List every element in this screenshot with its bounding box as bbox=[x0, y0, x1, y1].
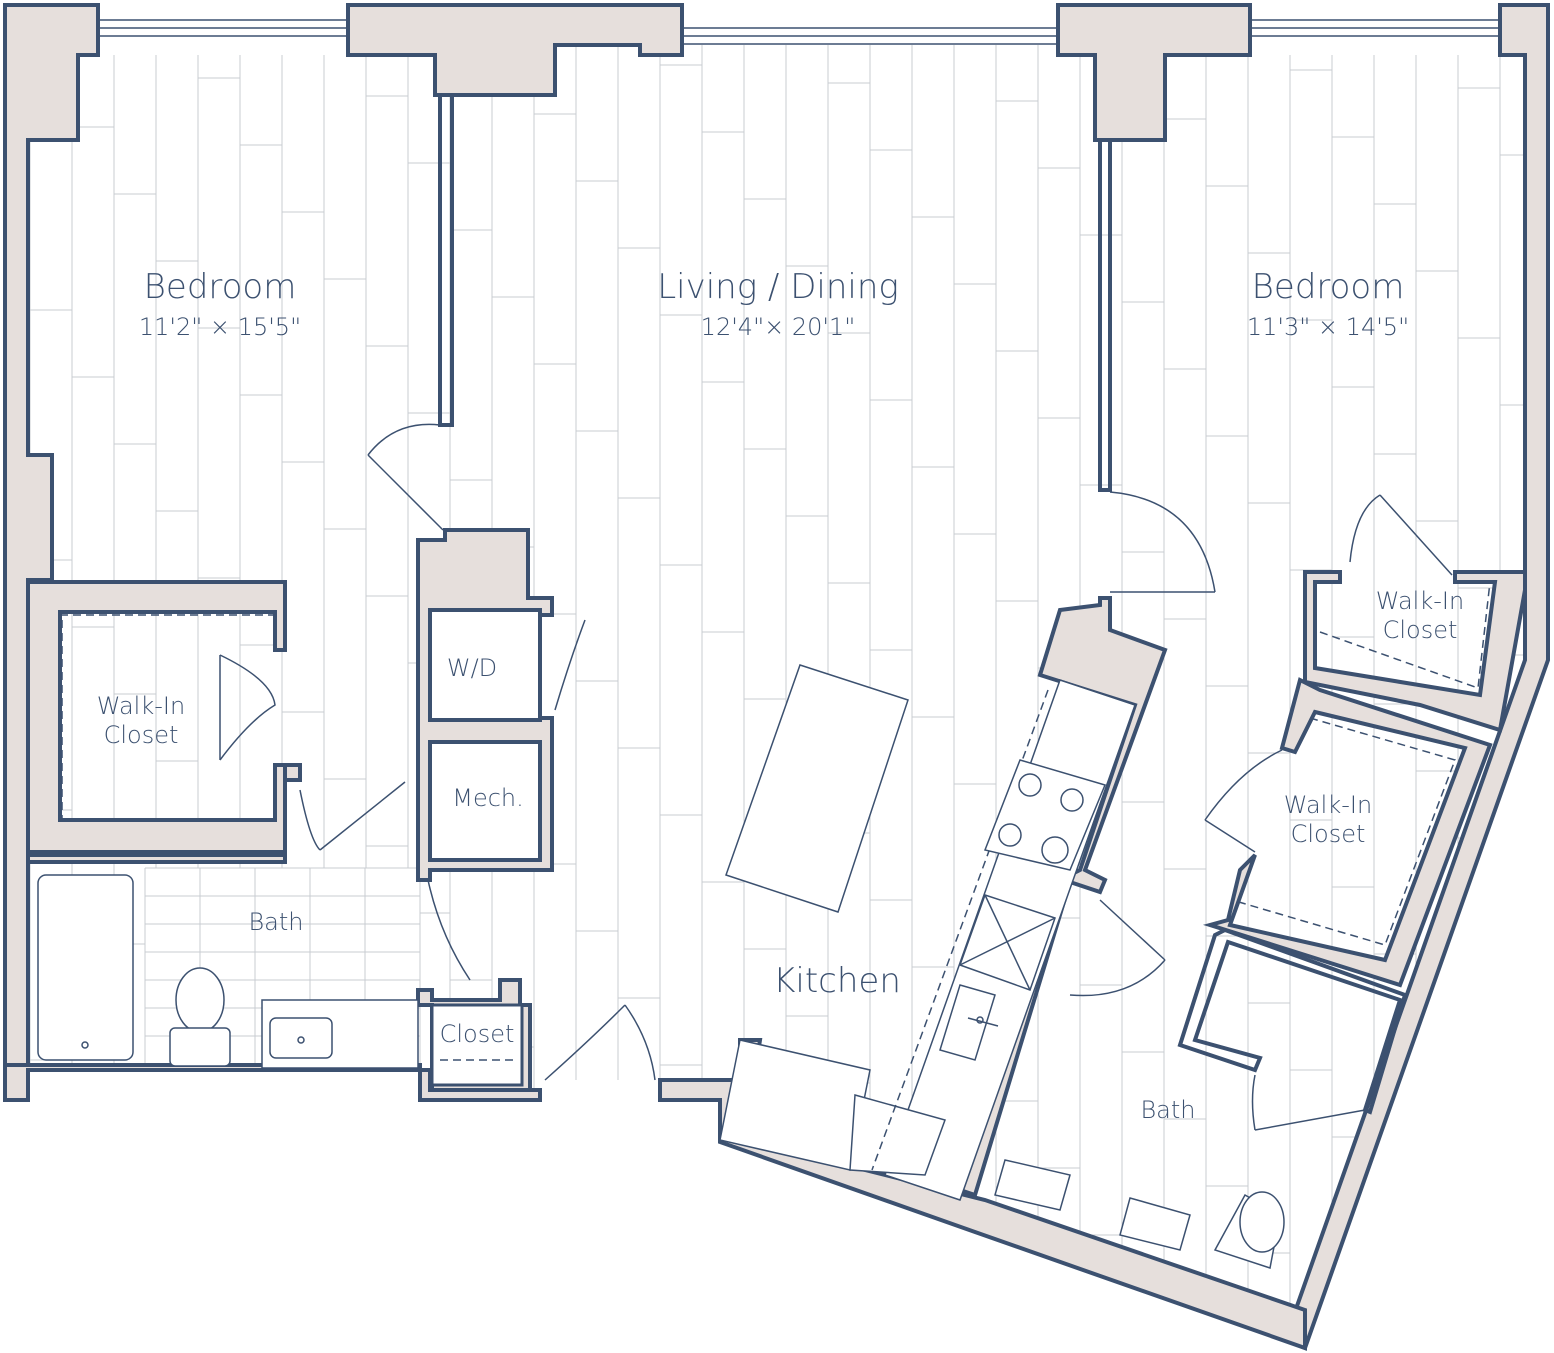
bath-left-label: Bath bbox=[248, 908, 303, 936]
room-labels: Bedroom 11'2" × 15'5" Living / Dining 12… bbox=[97, 267, 1464, 1124]
bath-right-label: Bath bbox=[1140, 1096, 1195, 1124]
mech-label: Mech. bbox=[452, 784, 524, 812]
doors bbox=[219, 423, 1453, 1131]
walkin-right-upper-line2: Closet bbox=[1383, 616, 1458, 644]
kitchen-label: Kitchen bbox=[773, 961, 901, 1001]
wd-label: W/D bbox=[447, 654, 497, 682]
living-dining-dims: 12'4"× 20'1" bbox=[701, 313, 856, 341]
living-dining-name: Living / Dining bbox=[657, 267, 899, 307]
walkin-right-lower-line2: Closet bbox=[1291, 820, 1366, 848]
bedroom-right-name: Bedroom bbox=[1252, 267, 1405, 307]
walkin-left-line2: Closet bbox=[104, 721, 179, 749]
walkin-right-upper-line1: Walk-In bbox=[1376, 587, 1464, 615]
closet-label: Closet bbox=[440, 1020, 515, 1048]
kitchen-counters bbox=[719, 664, 1136, 1201]
windows bbox=[97, 19, 1501, 45]
bedroom-left-dims: 11'2" × 15'5" bbox=[139, 313, 301, 341]
bedroom-left-name: Bedroom bbox=[144, 267, 297, 307]
bath-fixtures bbox=[37, 874, 1285, 1269]
bedroom-right-dims: 11'3" × 14'5" bbox=[1247, 313, 1409, 341]
closet-rods bbox=[60, 581, 1491, 1061]
walkin-right-lower-line1: Walk-In bbox=[1284, 791, 1372, 819]
walkin-left-line1: Walk-In bbox=[97, 692, 185, 720]
